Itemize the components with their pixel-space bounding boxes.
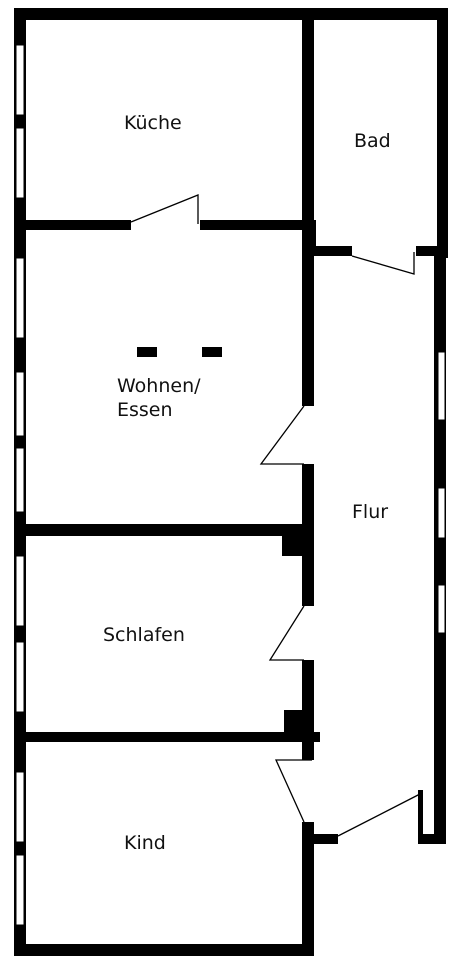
chimney-marks xyxy=(137,347,222,357)
room-label-bad: Bad xyxy=(354,130,391,152)
room-label-kueche: Küche xyxy=(124,112,182,134)
room-label-kind: Kind xyxy=(124,832,166,854)
room-label-wohnen-essen: Wohnen/ Essen xyxy=(117,375,201,421)
walls xyxy=(14,8,448,956)
door-swings xyxy=(130,194,421,837)
room-label-flur: Flur xyxy=(352,501,389,523)
room-label-schlafen: Schlafen xyxy=(103,624,185,646)
windows xyxy=(15,44,446,926)
